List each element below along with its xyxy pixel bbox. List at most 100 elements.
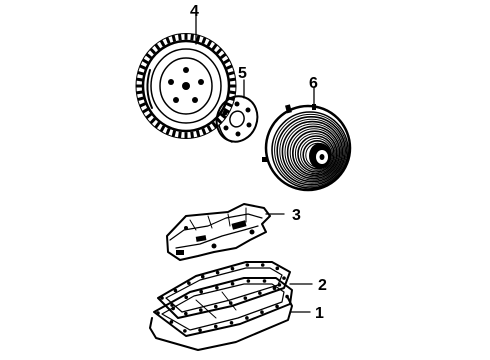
bolt-hole — [184, 311, 188, 316]
gear-tooth — [141, 107, 149, 114]
bolt-hole — [215, 270, 220, 275]
gear-tooth — [159, 39, 166, 47]
bolt-hole — [245, 316, 249, 320]
converter-ring — [300, 137, 334, 171]
converter-ring — [274, 113, 348, 187]
callouts: 4 5 6 3 2 1 — [190, 3, 327, 322]
converter-ring — [281, 120, 344, 183]
bolt-hole — [200, 274, 205, 279]
bolt-hole — [230, 282, 235, 286]
gear-tooth — [190, 33, 195, 41]
converter-ring — [286, 125, 341, 180]
bolt-hole — [272, 286, 277, 291]
converter-ring — [289, 128, 339, 178]
converter-ring — [284, 123, 342, 181]
gear-tooth — [216, 47, 223, 55]
bolt-hole — [258, 291, 262, 295]
gear-tooth — [223, 58, 231, 65]
bolt-hole — [173, 288, 178, 293]
bolt-hole — [183, 329, 187, 333]
gear-tooth — [154, 121, 161, 129]
converter-ring — [271, 111, 349, 189]
gear-tooth — [228, 70, 235, 76]
gear-tooth — [139, 64, 146, 70]
converter-ring — [279, 118, 345, 184]
gear-tooth — [226, 64, 233, 70]
bolt-hole — [213, 304, 218, 309]
converter-ring — [302, 140, 333, 170]
converter-rings — [271, 111, 349, 189]
gear-tooth — [159, 125, 166, 133]
bolt-hole — [243, 296, 248, 300]
bolt-hole — [170, 303, 174, 307]
gear-tooth — [141, 58, 149, 65]
bolt-hole — [277, 283, 282, 287]
gear-tooth — [229, 77, 236, 82]
gear-tooth — [171, 130, 177, 138]
gear-tooth — [201, 128, 207, 136]
bolt-hole — [198, 328, 202, 332]
bolt-hole — [262, 279, 267, 283]
drive-plate — [215, 95, 259, 143]
converter-ring — [291, 130, 338, 176]
bolt-hole — [229, 320, 234, 325]
callout-5: 5 — [238, 65, 247, 82]
converter-ring — [294, 133, 336, 175]
gear-tooth — [206, 125, 213, 133]
gear-tooth — [137, 70, 144, 76]
gear-tooth — [177, 131, 182, 139]
gear-tooth — [165, 36, 171, 44]
valve-body — [166, 203, 271, 261]
gear-tooth — [165, 128, 171, 136]
gear-tooth — [149, 47, 156, 55]
gear-tooth — [195, 34, 201, 42]
gear-outline — [135, 33, 237, 139]
gear-tooth — [219, 112, 227, 120]
bolt-hole — [260, 310, 264, 315]
callout-3: 3 — [292, 207, 301, 224]
gear-tooth — [136, 90, 143, 95]
bolt-hole — [169, 320, 174, 324]
gear-tooth — [154, 43, 161, 51]
callout-2: 2 — [318, 277, 327, 294]
gear-tooth — [211, 43, 218, 51]
gear-tooth — [195, 130, 201, 138]
gear-tooth — [137, 96, 144, 102]
gear-tooth — [216, 117, 223, 125]
bolt-hole — [187, 281, 191, 285]
bolt-hole — [156, 311, 160, 315]
gear-tooth — [206, 39, 213, 47]
oil-pan — [149, 277, 293, 351]
bolt-hole — [275, 304, 279, 309]
gear-tooth — [229, 90, 236, 95]
bolt-hole — [260, 263, 265, 267]
leader-lines — [195, 13, 315, 313]
gear-tooth — [226, 102, 233, 108]
gear-tooth — [171, 34, 177, 42]
bolt-hole — [246, 279, 251, 283]
bolt-hole — [199, 308, 203, 312]
gear-tooth — [223, 107, 231, 114]
callout-6: 6 — [309, 75, 318, 92]
gear-tooth — [145, 112, 153, 120]
bolt-hole — [215, 285, 219, 290]
torque-converter — [262, 104, 352, 192]
gear-tooth — [145, 52, 153, 60]
gear-tooth — [219, 52, 227, 60]
gear-tooth — [177, 33, 182, 41]
oil-pan-bolt-holes — [156, 279, 289, 333]
gear-tooth — [211, 121, 218, 129]
gear-tooth — [136, 77, 143, 82]
bolt-hole — [184, 295, 188, 300]
bolt-hole — [213, 324, 218, 329]
bolt-hole — [160, 296, 164, 300]
bolt-hole — [275, 266, 280, 271]
bolt-hole — [282, 276, 286, 280]
callout-1: 1 — [315, 305, 324, 322]
callout-4: 4 — [190, 3, 199, 20]
oil-pan-gasket — [157, 261, 291, 319]
gear-tooth — [190, 131, 195, 139]
gear-tooth — [201, 36, 207, 44]
flywheel-teeth — [135, 33, 237, 139]
